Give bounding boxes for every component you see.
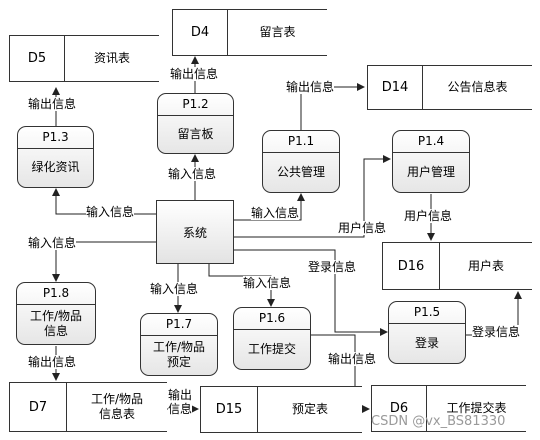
flow-system-p16	[208, 264, 275, 307]
flow-system-p14	[234, 155, 391, 238]
flow-label-out-d14: 输出信息	[286, 80, 335, 94]
store-id: D6	[372, 386, 427, 431]
store-name: 预定表	[291, 402, 328, 416]
store-name: 工作提交表	[446, 401, 507, 415]
watermark: CSDN @vx_BS81330	[371, 414, 506, 429]
flow-label-user-info-d16: 用户信息	[404, 209, 453, 223]
flow-label-out-d4: 输出信息	[170, 67, 219, 81]
flow-label-in-p12: 输入信息	[168, 167, 217, 181]
process-id: P1.1	[263, 131, 339, 153]
store-id: D14	[368, 66, 423, 109]
store-d15: D15 预定表	[200, 386, 362, 433]
process-id: P1.7	[141, 314, 217, 336]
flow-label-out-d6: 输出信息	[328, 352, 377, 366]
flow-label-in-p11: 输入信息	[251, 206, 300, 220]
process-id: P1.2	[158, 94, 233, 116]
entity-system: 系统	[156, 200, 234, 264]
store-d6: D6 工作提交表	[371, 385, 526, 432]
flow-label-user-info-system: 用户信息	[338, 221, 387, 235]
process-name: 公共管理	[276, 164, 325, 179]
process-name: 留言板	[177, 126, 214, 141]
process-p11: P1.1 公共管理	[262, 130, 340, 193]
flow-label-out-d7: 输出信息	[28, 355, 77, 369]
flow-label-login-info-system: 登录信息	[308, 260, 357, 274]
process-id: P1.5	[389, 302, 465, 324]
store-d14: D14 公告信息表	[367, 65, 532, 110]
flow-system-p15	[234, 249, 388, 336]
flow-label-login-info-d16: 登录信息	[472, 325, 521, 339]
process-p18: P1.8 工作/物品 信息	[16, 282, 96, 345]
process-p14: P1.4 用户管理	[392, 130, 470, 193]
store-id: D7	[10, 383, 67, 431]
store-d4: D4 留言表	[172, 9, 327, 56]
store-id: D15	[201, 387, 258, 432]
process-p16: P1.6 工作提交	[233, 307, 311, 370]
store-id: D5	[10, 36, 65, 81]
flow-label-out-d5: 输出信息	[28, 97, 77, 111]
process-name: 工作/物品 信息	[29, 309, 83, 338]
store-id: D4	[173, 10, 228, 55]
store-name: 资讯表	[93, 51, 130, 65]
flow-label-in-p17: 输入信息	[150, 282, 199, 296]
process-name: 用户管理	[406, 164, 455, 179]
process-id: P1.3	[18, 127, 93, 149]
process-name: 工作提交	[247, 341, 296, 356]
process-id: P1.8	[17, 283, 95, 305]
process-name: 工作/物品 预定	[152, 340, 206, 369]
process-name: 登录	[414, 335, 439, 350]
flow-label-out-d15: 输出 信息	[168, 388, 193, 416]
process-name: 绿化资讯	[31, 160, 80, 174]
store-name: 用户表	[467, 258, 504, 273]
flow-system-p11	[234, 193, 305, 221]
process-p12: P1.2 留言板	[157, 93, 234, 154]
process-id: P1.4	[393, 131, 469, 153]
process-p15: P1.5 登录	[388, 301, 466, 364]
store-name: 留言表	[259, 25, 296, 39]
store-id: D16	[383, 243, 440, 289]
process-id: P1.6	[234, 308, 310, 330]
store-name: 工作/物品 信息表	[90, 392, 144, 421]
process-p13: P1.3 绿化资讯	[17, 126, 94, 188]
flow-label-in-p18: 输入信息	[28, 236, 77, 250]
store-d5: D5 资讯表	[9, 35, 159, 82]
flow-label-in-p16: 输入信息	[243, 276, 292, 290]
store-d7: D7 工作/物品 信息表	[9, 382, 167, 432]
process-p17: P1.7 工作/物品 预定	[140, 313, 218, 376]
store-d16: D16 用户表	[382, 242, 532, 290]
flow-label-in-p13: 输入信息	[86, 205, 135, 219]
flow-p16-d6	[296, 334, 370, 413]
store-name: 公告信息表	[447, 80, 508, 94]
